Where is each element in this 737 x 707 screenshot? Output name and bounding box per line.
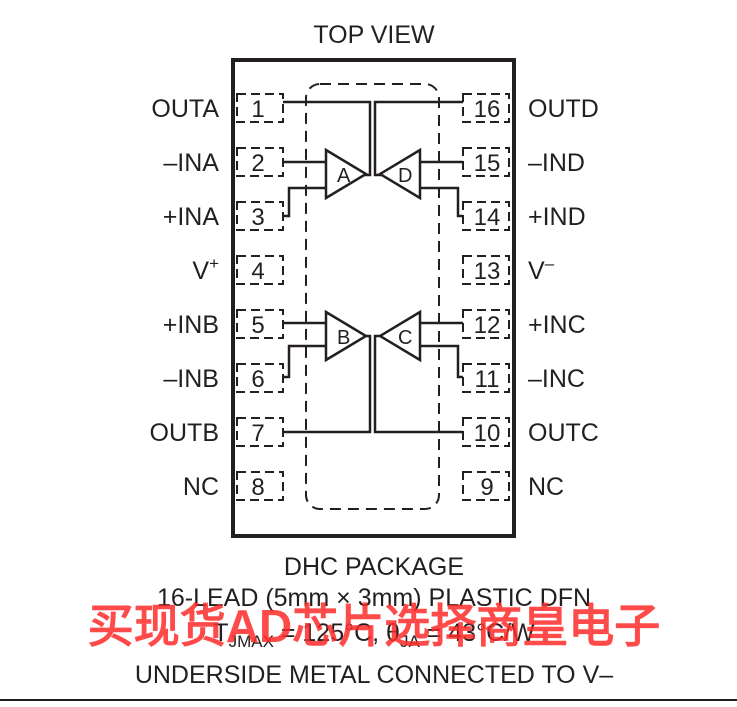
pin-label: –INA xyxy=(163,149,219,177)
pin-number: 12 xyxy=(474,312,501,339)
watermark: 买现货AD芯片选择商皇电子 xyxy=(88,600,660,652)
package-outline xyxy=(231,58,516,538)
amplifier-a-label: A xyxy=(337,165,351,187)
pin-label: V– xyxy=(528,254,555,285)
pin-number: 16 xyxy=(474,96,501,123)
pin-number: 10 xyxy=(474,420,501,447)
package-description: 16-LEAD (5mm × 3mm) PLASTIC DFN xyxy=(157,584,591,612)
pin-number: 5 xyxy=(251,312,264,339)
pin-13: 13 V– xyxy=(462,254,555,285)
internal-wiring xyxy=(283,100,463,434)
thermal-spec: TJMAX = 125°C, θJA = 43°C/W xyxy=(213,619,535,651)
pin-11: 11 –INC xyxy=(462,363,585,393)
pin-label: +IND xyxy=(528,203,586,231)
pin-number: 6 xyxy=(251,366,264,393)
pin-number: 1 xyxy=(251,96,264,123)
pin-label: NC xyxy=(528,473,564,501)
pin-number: 8 xyxy=(251,474,264,501)
pin-pad xyxy=(462,255,510,285)
pin-7: 7 OUTB xyxy=(150,417,284,447)
pin-label: –INB xyxy=(163,365,219,393)
pin-number: 3 xyxy=(251,204,264,231)
pin-pad xyxy=(236,471,284,501)
pin-label: –INC xyxy=(528,365,585,393)
pin-label: OUTA xyxy=(151,95,219,123)
pin-number: 9 xyxy=(480,474,493,501)
pin-number: 4 xyxy=(251,258,264,285)
pin-label: V+ xyxy=(192,254,219,285)
pin-number: 14 xyxy=(474,204,501,231)
pin-label: OUTC xyxy=(528,419,599,447)
pin-number: 15 xyxy=(474,150,501,177)
pin-9: 9 NC xyxy=(462,471,564,501)
pin-14: 14 +IND xyxy=(462,201,586,231)
pin-pad xyxy=(236,255,284,285)
pin-15: 15 –IND xyxy=(462,147,585,177)
amplifier-a: A xyxy=(324,147,369,201)
pin-16: 16 OUTD xyxy=(462,93,599,123)
package-name: DHC PACKAGE xyxy=(284,553,464,581)
pin-2: 2 –INA xyxy=(163,147,284,177)
pin-label: +INB xyxy=(163,311,219,339)
top-view-title: TOP VIEW xyxy=(313,21,435,49)
pin-4: 4 V+ xyxy=(192,254,284,285)
amplifier-c: C xyxy=(377,309,422,363)
amplifier-d: D xyxy=(377,147,422,201)
pin-label: NC xyxy=(183,473,219,501)
pin-1: 1 OUTA xyxy=(151,93,284,123)
pin-label: +INC xyxy=(528,311,586,339)
pin-number: 2 xyxy=(251,150,264,177)
pin-label: +INA xyxy=(163,203,220,231)
pin-12: 12 +INC xyxy=(462,309,586,339)
pin-number: 11 xyxy=(475,366,500,393)
pin-5: 5 +INB xyxy=(163,309,284,339)
underside-note: UNDERSIDE METAL CONNECTED TO V– xyxy=(135,661,613,689)
pin-number: 13 xyxy=(474,258,501,285)
pin-pad xyxy=(462,471,510,501)
pin-label: OUTD xyxy=(528,95,599,123)
exposed-pad xyxy=(305,83,440,510)
amplifier-d-label: D xyxy=(398,165,412,187)
pin-pad xyxy=(236,93,284,123)
pin-number: 7 xyxy=(251,420,264,447)
amplifier-b: B xyxy=(324,309,369,363)
pin-pad xyxy=(462,93,510,123)
pin-10: 10 OUTC xyxy=(462,417,599,447)
amplifier-b-label: B xyxy=(337,327,350,349)
amplifier-c-label: C xyxy=(398,327,412,349)
pin-label: OUTB xyxy=(150,419,219,447)
pin-3: 3 +INA xyxy=(163,201,284,231)
pin-8: 8 NC xyxy=(183,471,284,501)
pin-6: 6 –INB xyxy=(163,363,284,393)
pin-label: –IND xyxy=(528,149,585,177)
